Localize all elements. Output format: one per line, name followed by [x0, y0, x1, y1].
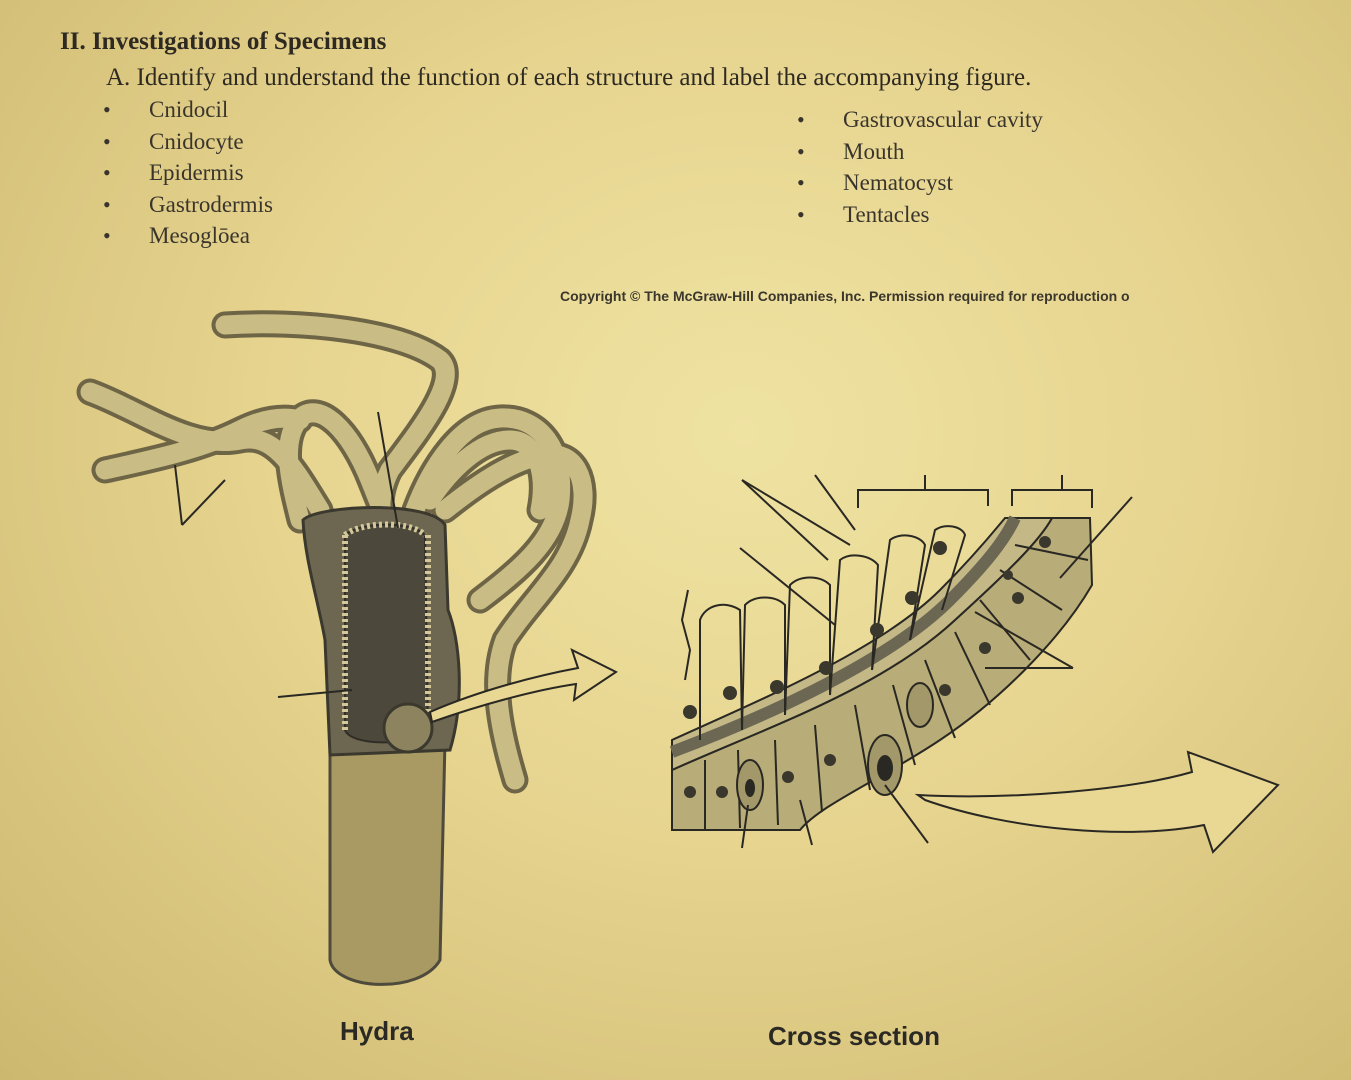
term-item: Mouth: [797, 136, 1043, 168]
hydra-body-stalk: [328, 738, 447, 986]
arrow-to-nematocyst: [914, 750, 1280, 854]
label-brackets: [857, 475, 1093, 508]
caption-cross-section: Cross section: [768, 1021, 940, 1051]
cnidocyte-cells: [736, 682, 934, 811]
hydra-drawing: [76, 310, 618, 986]
leader-lines: [174, 411, 399, 698]
term-list-right: Gastrovascular cavity Mouth Nematocyst T…: [797, 104, 1043, 230]
arrow-to-cross-section: [428, 648, 618, 724]
instruction-text: A. Identify and understand the function …: [106, 64, 1032, 91]
detail-circle: [382, 702, 434, 754]
mesoglea-layer: [669, 515, 1021, 758]
cross-section-drawing: [669, 474, 1280, 854]
term-item: Cnidocil: [103, 94, 273, 126]
nematocyst-capsules: [745, 755, 893, 797]
term-item: Cnidocyte: [103, 126, 273, 158]
cell-walls: [699, 525, 1089, 830]
term-list-left: Cnidocil Cnidocyte Epidermis Gastrodermi…: [103, 94, 273, 252]
section-heading: II. Investigations of Specimens: [60, 28, 387, 55]
term-item: Tentacles: [797, 199, 1043, 231]
term-item: Gastrodermis: [103, 189, 273, 221]
nuclei: [683, 536, 1051, 798]
term-item: Epidermis: [103, 157, 273, 189]
term-item: Nematocyst: [797, 167, 1043, 199]
term-item: Gastrovascular cavity: [797, 104, 1043, 136]
copyright-notice: Copyright © The McGraw-Hill Companies, I…: [560, 288, 1130, 304]
cross-section-leader-lines: [680, 474, 1133, 849]
term-item: Mesoglōea: [103, 220, 273, 252]
caption-hydra: Hydra: [340, 1016, 414, 1046]
